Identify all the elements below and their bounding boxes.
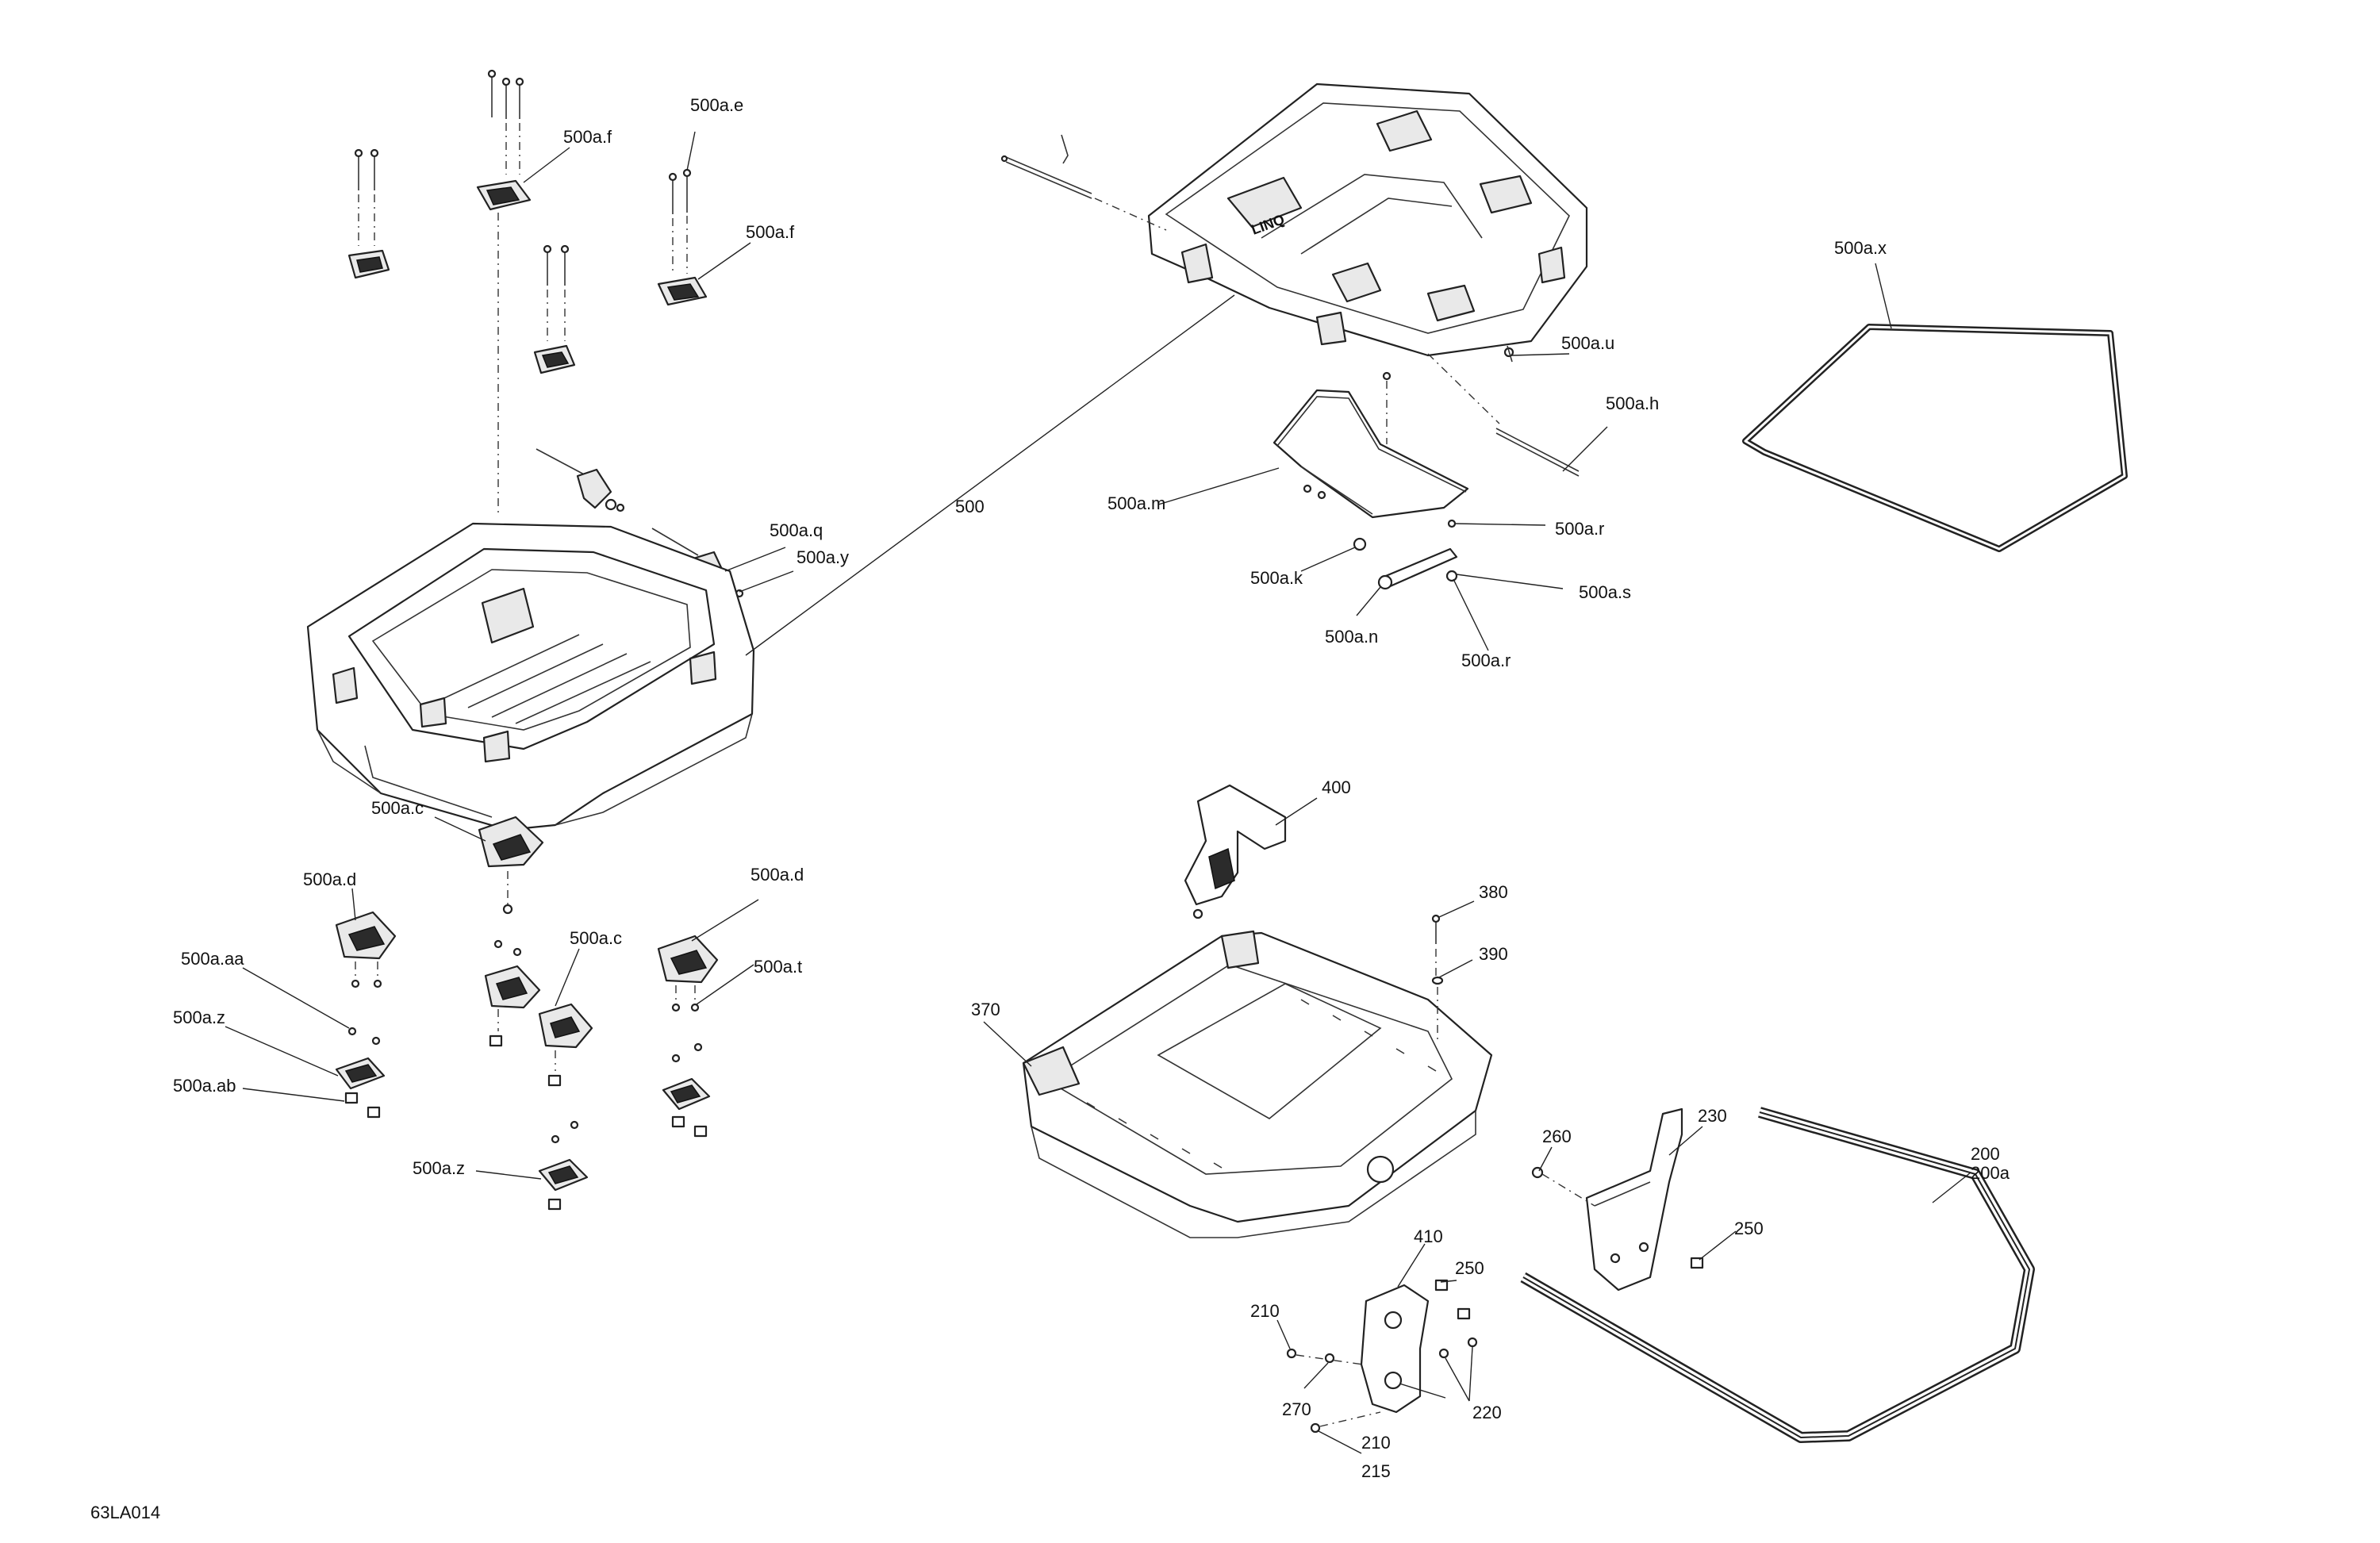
callout-500aaa: 500a.aa — [181, 949, 244, 969]
leader-lines — [225, 131, 1971, 1454]
callout-500ac-2: 500a.c — [570, 928, 622, 948]
latch-bracket-400 — [1184, 784, 1287, 919]
callout-500au: 500a.u — [1561, 333, 1614, 353]
callout-500ar-2: 500a.r — [1461, 651, 1511, 670]
callout-500aab: 500a.ab — [173, 1076, 236, 1096]
callout-500ad-1: 500a.d — [303, 869, 356, 889]
clip-bracket-500af-upper — [476, 179, 532, 516]
callout-200: 200 — [1971, 1144, 2000, 1164]
bracket-230 — [1531, 1107, 1704, 1292]
bolt-group-500ae — [668, 168, 692, 274]
callout-500ad-2: 500a.d — [750, 865, 804, 885]
callout-210-1: 210 — [1250, 1301, 1280, 1321]
callout-500ay: 500a.y — [797, 547, 849, 567]
latch-bolt-500aq — [536, 448, 625, 512]
callout-215: 215 — [1361, 1461, 1391, 1481]
storage-box-base — [306, 522, 755, 831]
rod-500ah — [1427, 345, 1580, 477]
bracket-410 — [1286, 1279, 1478, 1434]
callout-500az-1: 500a.z — [173, 1008, 225, 1027]
bolt-group-500af-upper — [487, 69, 524, 175]
strap-500an — [1353, 519, 1458, 590]
callout-380: 380 — [1479, 882, 1508, 902]
callout-230: 230 — [1698, 1106, 1727, 1126]
callout-500af-2: 500a.f — [746, 222, 795, 242]
callout-260: 260 — [1542, 1127, 1572, 1146]
clip-bracket-500af-right — [657, 276, 708, 306]
callout-500ae: 500a.e — [690, 95, 743, 115]
callout-500as: 500a.s — [1579, 582, 1631, 602]
base-plate-370 — [1022, 930, 1493, 1238]
bolt-pair-top-left — [354, 148, 379, 246]
trim-strip-200 — [1520, 1107, 2035, 1443]
callout-labels: 500 500a.e 500a.f 500a.f 500a.q 500a.y 5… — [173, 95, 2010, 1481]
callout-500az-2: 500a.z — [413, 1158, 465, 1178]
callout-500ah: 500a.h — [1606, 393, 1659, 413]
leader-500 — [745, 294, 1235, 656]
washer-390 — [1431, 976, 1444, 1039]
callout-500an: 500a.n — [1325, 627, 1378, 647]
mount-500ad-right — [657, 935, 719, 1012]
callout-500ax: 500a.x — [1834, 238, 1887, 258]
clip-bracket-1 — [347, 249, 390, 279]
callout-390: 390 — [1479, 944, 1508, 964]
callout-500at: 500a.t — [754, 957, 802, 977]
pad-500az-bottom — [538, 1120, 589, 1211]
callout-210-2: 210 — [1361, 1433, 1391, 1453]
figure-code: 63LA014 — [90, 1503, 160, 1522]
hinge-rod — [1000, 134, 1167, 231]
support-bracket-500am — [1273, 371, 1469, 519]
callout-250-1: 250 — [1455, 1258, 1484, 1278]
callout-200a: 200a — [1971, 1163, 2010, 1183]
pad-500az-left — [335, 1027, 386, 1119]
callout-500am: 500a.m — [1107, 493, 1165, 513]
callout-400: 400 — [1322, 777, 1351, 797]
storage-box-lid: LINQ — [1147, 83, 1588, 357]
pad-right — [662, 1042, 711, 1138]
callout-410: 410 — [1414, 1226, 1443, 1246]
callout-500ar-1: 500a.r — [1555, 519, 1604, 539]
callout-500: 500 — [955, 497, 985, 516]
bolt-380 — [1431, 914, 1441, 976]
callout-250-2: 250 — [1734, 1219, 1764, 1238]
callout-500ak: 500a.k — [1250, 568, 1303, 588]
mount-500ac-middle — [484, 939, 541, 1047]
lid-seal-500ax — [1742, 324, 2128, 552]
callout-370: 370 — [971, 1000, 1000, 1019]
mount-500ac-right — [538, 1003, 593, 1087]
callout-220: 220 — [1472, 1403, 1502, 1422]
bolt-pair-middle — [543, 244, 570, 341]
callout-500af-1: 500a.f — [563, 127, 612, 147]
callout-270: 270 — [1282, 1399, 1311, 1419]
clip-bracket-middle — [533, 344, 576, 374]
mount-500ac-top — [478, 816, 544, 915]
mount-500ad-left — [335, 911, 397, 988]
callout-500aq: 500a.q — [770, 520, 823, 540]
callout-500ac-1: 500a.c — [371, 798, 424, 818]
